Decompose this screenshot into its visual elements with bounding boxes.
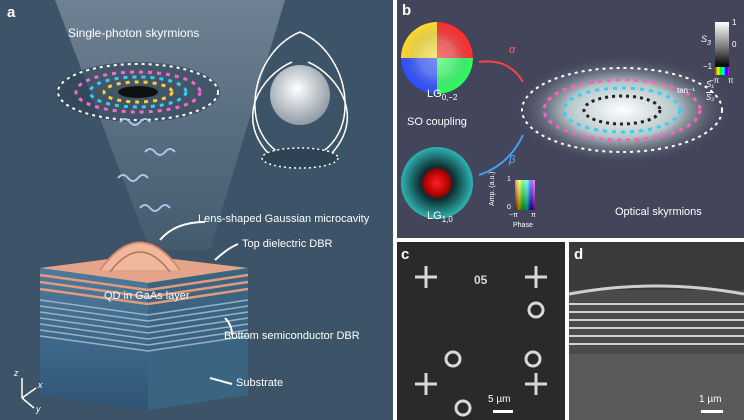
scale-bar-d [701,410,723,413]
amp-axis-label: Amp. (a.u.) [489,171,496,206]
hue-tick-left: −π [709,76,720,85]
alignment-crosses [415,266,547,395]
hue-tick-right: π [728,76,734,85]
frac-numerator: S₁ [706,80,714,89]
s3-tick-bot: −1 [703,62,713,71]
arrow-bottom-dbr [224,317,233,336]
optical-skyrmion-ring-3 [582,94,662,126]
inset-field-lines [254,31,346,161]
scale-bar-c [493,410,513,413]
panel-b-label: b [402,2,412,19]
scale-label-d: 1 µm [699,394,722,405]
panel-a-label: a [7,4,16,21]
photon-wave-3 [117,174,149,182]
s3-tick-top: 1 [732,18,737,27]
s3-colorbar [715,22,729,67]
phase-tick-left: −π [509,212,518,219]
panel-a-art [21,0,348,410]
lg02-label: LG0,−2 [427,88,458,103]
alpha-arrow [478,60,524,83]
alpha-label: α [509,44,516,56]
lg10-mode [401,147,473,219]
skyrmion-outer-ring [57,63,219,121]
scale-label-c: 5 µm [488,394,511,405]
optical-skyrmion-ring-2 [562,86,682,134]
phase-axis-label: Phase [513,222,533,229]
callout-qd: QD in GaAs layer [104,290,190,302]
skyrmion-ring-magenta [74,70,202,114]
inset-sphere [270,65,330,125]
panel-a: a Single-photon skyrmions Lens-shaped Ga… [0,0,393,420]
callout-top-dbr: Top dielectric DBR [242,238,333,250]
panel-d-label: d [574,246,584,263]
amp-tick-bot: 0 [507,204,511,211]
arrow-top-dbr [214,243,239,261]
panel-c: 05 c 5 µm [397,242,565,420]
lens-microcavity [99,241,181,271]
photon-wave-2 [144,148,176,156]
amp-tick-top: 1 [507,176,511,183]
skyrmion-ring-cyan [88,75,188,109]
callout-bottom-dbr: Bottom semiconductor DBR [224,330,360,342]
arrow-cavity [159,221,206,241]
lg02-mode [401,22,473,94]
optical-skyrmions-label: Optical skyrmions [615,206,702,218]
dbr-cross-section-top [569,284,744,296]
skyrmion-title: Single-photon skyrmions [68,26,200,40]
axis-y-label: y [36,404,41,414]
panel-b-art [401,22,732,219]
phase-tick-right: π [531,212,536,219]
beta-arrow [478,134,524,176]
panel-c-label: c [401,246,410,263]
axis-x-label: x [38,380,43,390]
beta-label: β [509,154,516,166]
emission-cone [55,0,285,250]
callout-cavity: Lens-shaped Gaussian microcavity [198,213,370,225]
bottom-dbr-layers [39,299,249,352]
panel-b: b LG0,−2 LG1,0 SO coupling α β Optical s… [397,0,744,238]
panel-d-art [569,242,744,420]
skyrmion-core [118,86,158,98]
optical-skyrmion-ring-1 [542,78,702,142]
frac-denominator: S₂ [706,92,715,102]
panel-c-art: 05 [415,266,547,417]
photon-wave-1 [119,118,151,126]
so-coupling-label: SO coupling [407,116,467,128]
substrate-region [569,354,744,420]
optical-skyrmion-glow [512,55,732,165]
dbr-cross-section-layers [569,303,744,345]
s3-axis-label: S3 [701,34,711,47]
lg10-label: LG1,0 [427,210,453,225]
hue-colorbar [715,67,729,75]
panel-d: d 1 µm [569,242,744,420]
axis-z-label: z [14,368,19,378]
top-dbr-layers [39,273,249,306]
sample-marker: 05 [474,273,488,287]
optical-skyrmion-outer [521,67,723,153]
inset-disc [261,147,339,169]
tan-label: tan⁻¹ [677,86,696,95]
skyrmion-ring-yellow [102,80,174,104]
s3-tick-mid: 0 [732,40,737,49]
callout-substrate: Substrate [236,377,284,389]
photon-wave-4 [139,204,171,212]
microcavity-rings [444,301,545,417]
arrow-substrate [209,377,233,385]
axis-triad [21,378,37,409]
